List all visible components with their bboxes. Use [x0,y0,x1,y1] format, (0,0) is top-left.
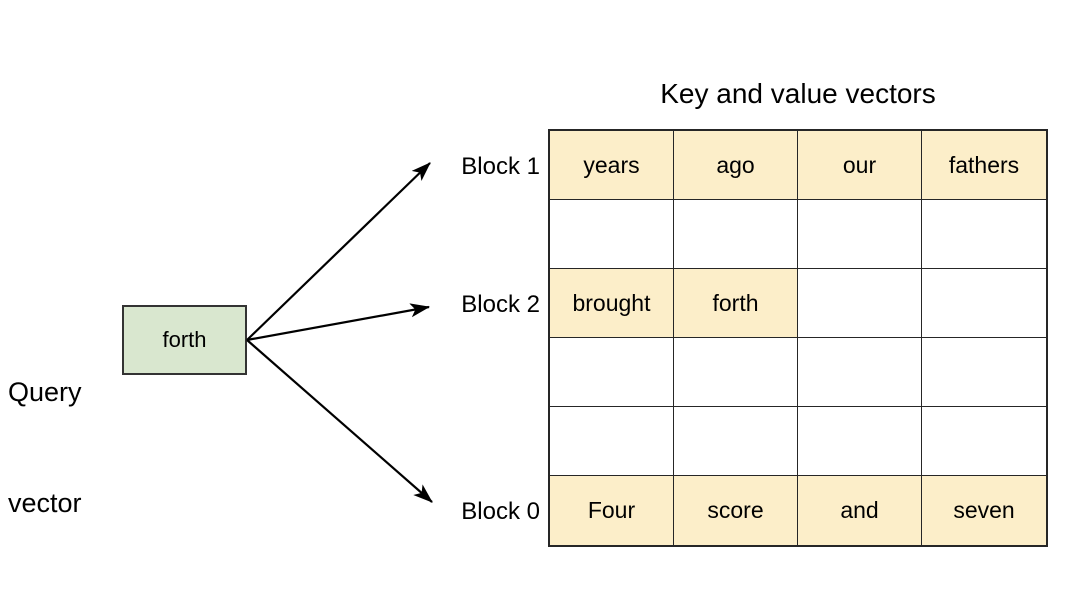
matrix-cell-r1-c1[interactable]: years [550,131,674,200]
matrix-cell-r2-c1[interactable] [550,200,674,269]
block-label-0: Block 0 [461,498,540,525]
matrix-cell-text: years [583,151,640,178]
grid-title: Key and value vectors [660,78,936,109]
matrix-cell-r1-c3[interactable]: our [798,131,922,200]
matrix-cell-r4-c3[interactable] [798,338,922,407]
matrix-cell-r5-c4[interactable] [922,407,1046,476]
arrow-to-block-0 [246,339,433,503]
query-vector-label: Query vector [8,300,120,596]
matrix-cell-r2-c2[interactable] [674,200,798,269]
query-vector-box[interactable]: forth [122,305,247,375]
matrix-cell-r6-c2[interactable]: score [674,476,798,545]
matrix-cell-text: and [840,497,879,523]
matrix-cell-r4-c2[interactable] [674,338,798,407]
diagram-canvas: Query vector forth Block 1 Block 2 Block… [8,78,1048,547]
matrix-cell-text: fathers [948,151,1020,178]
matrix-cell-r5-c3[interactable] [798,407,922,476]
matrix-cell-r3-c2[interactable]: forth [674,269,798,338]
matrix-cell-text: score [707,497,764,523]
matrix-cell-r3-c1[interactable]: brought [550,269,674,338]
matrix-cell-text: seven [953,497,1015,523]
query-vector-box-text: forth [162,327,207,352]
matrix-cell-text: brought [572,289,651,316]
matrix-cell-r6-c1[interactable]: Four [550,476,674,545]
matrix-cell-r5-c1[interactable] [550,407,674,476]
arrow-to-block-1 [246,162,431,341]
query-vector-label-line2: vector [8,488,82,518]
matrix-cell-r6-c4[interactable]: seven [922,476,1046,545]
matrix-cell-text: forth [712,289,759,316]
matrix-cell-text: our [842,151,877,178]
block-label-2: Block 2 [461,291,540,318]
matrix-cell-text: ago [716,151,755,178]
matrix-cell-r3-c3[interactable] [798,269,922,338]
matrix-cell-r6-c3[interactable]: and [798,476,922,545]
matrix-cell-r3-c4[interactable] [922,269,1046,338]
query-vector-label-line1: Query [8,377,82,407]
matrix-cell-r5-c2[interactable] [674,407,798,476]
block-label-1: Block 1 [461,153,540,180]
matrix-cell-r1-c2[interactable]: ago [674,131,798,200]
matrix-cell-r2-c3[interactable] [798,200,922,269]
arrow-to-block-2 [246,303,431,342]
matrix-cell-r4-c1[interactable] [550,338,674,407]
matrix-cell-r1-c4[interactable]: fathers [922,131,1046,200]
matrix-cell-r2-c4[interactable] [922,200,1046,269]
matrix-cell-text: Four [587,497,636,523]
matrix-cell-r4-c4[interactable] [922,338,1046,407]
